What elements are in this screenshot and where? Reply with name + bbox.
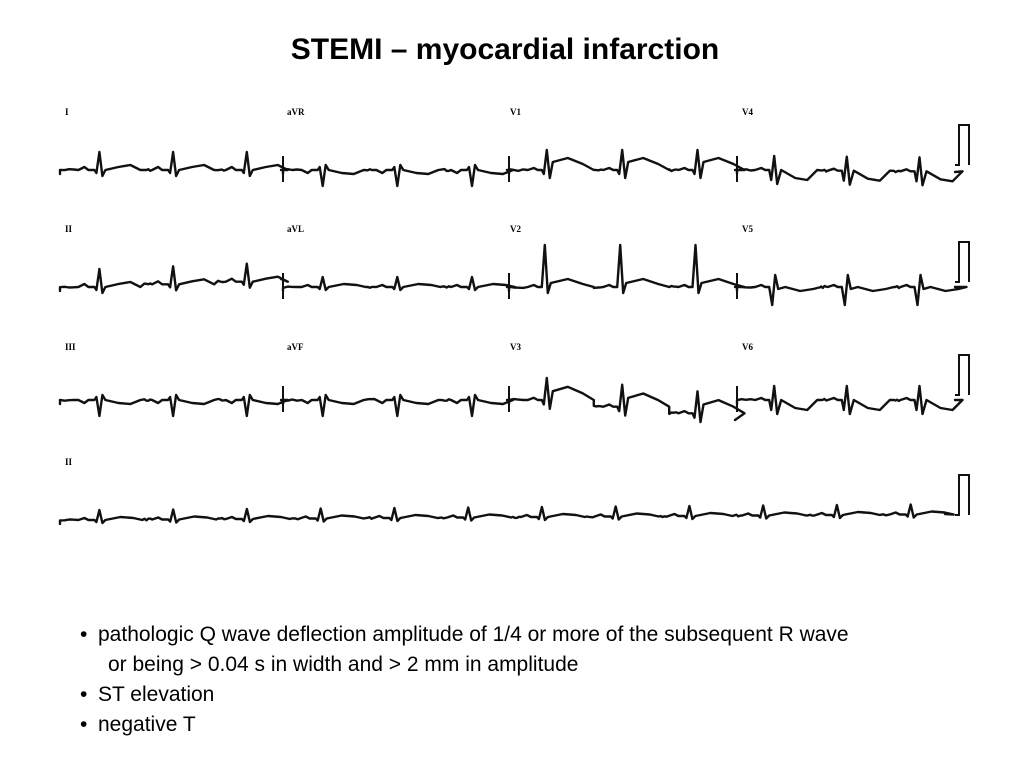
finding-q-wave-continuation: or being > 0.04 s in width and > 2 mm in… xyxy=(108,653,579,676)
calibration-pulse-row-2 xyxy=(955,241,970,283)
lead-label-v6: V6 xyxy=(742,342,753,352)
lead-label-ii: II xyxy=(65,224,73,234)
rhythm-strip-ii-trace xyxy=(58,503,955,526)
lead-label-avf: aVF xyxy=(287,342,304,352)
lead-label-avl: aVL xyxy=(287,224,304,234)
lead-ii-trace xyxy=(58,262,289,295)
lead-labels: I aVR V1 V4 II aVL V2 V5 III aVF V3 V6 I… xyxy=(65,107,753,467)
slide-title: STEMI – myocardial infarction xyxy=(290,33,720,66)
lead-label-v5: V5 xyxy=(742,224,753,234)
lead-avl-trace xyxy=(281,275,517,293)
lead-avr-trace xyxy=(281,163,515,188)
lead-label-iii: III xyxy=(65,342,76,352)
lead-label-v4: V4 xyxy=(742,107,753,117)
bullet-icon: • xyxy=(80,713,88,736)
finding-negative-t-text: negative T xyxy=(98,713,196,736)
calibration-pulse-row-1 xyxy=(955,124,970,166)
calibration-pulse-row-3 xyxy=(955,354,970,396)
bullet-icon: • xyxy=(80,683,88,706)
lead-label-v2: V2 xyxy=(510,224,521,234)
lead-label-avr: aVR xyxy=(287,107,305,117)
finding-q-wave-text: pathologic Q wave deflection amplitude o… xyxy=(98,623,849,646)
lead-v2-trace xyxy=(507,243,746,295)
lead-v6-trace xyxy=(735,384,964,416)
ecg-tracing: I aVR V1 V4 II aVL V2 V5 III aVF V3 V6 I… xyxy=(58,107,970,526)
lead-label-v1: V1 xyxy=(510,107,521,117)
lead-v4-trace xyxy=(735,154,964,187)
lead-label-rhythm-ii: II xyxy=(65,457,73,467)
lead-iii-trace xyxy=(58,393,289,418)
finding-st-elevation-text: ST elevation xyxy=(98,683,215,706)
lead-avf-trace xyxy=(281,393,515,418)
lead-label-v3: V3 xyxy=(510,342,521,352)
bullet-icon: • xyxy=(80,623,88,646)
lead-label-i: I xyxy=(65,107,69,117)
lead-v3-trace xyxy=(507,376,746,424)
finding-negative-t: • negative T xyxy=(80,710,1020,740)
lead-v1-trace xyxy=(507,148,746,180)
calibration-pulse-rhythm xyxy=(955,474,970,516)
calibration-pulses xyxy=(955,124,970,516)
lead-v5-trace xyxy=(735,273,968,307)
ecg-traces xyxy=(58,148,968,526)
lead-i-trace xyxy=(58,150,289,178)
key-findings-list: • pathologic Q wave deflection amplitude … xyxy=(80,620,1020,740)
finding-q-wave: • pathologic Q wave deflection amplitude … xyxy=(80,620,1020,680)
finding-st-elevation: • ST elevation xyxy=(80,680,1020,710)
